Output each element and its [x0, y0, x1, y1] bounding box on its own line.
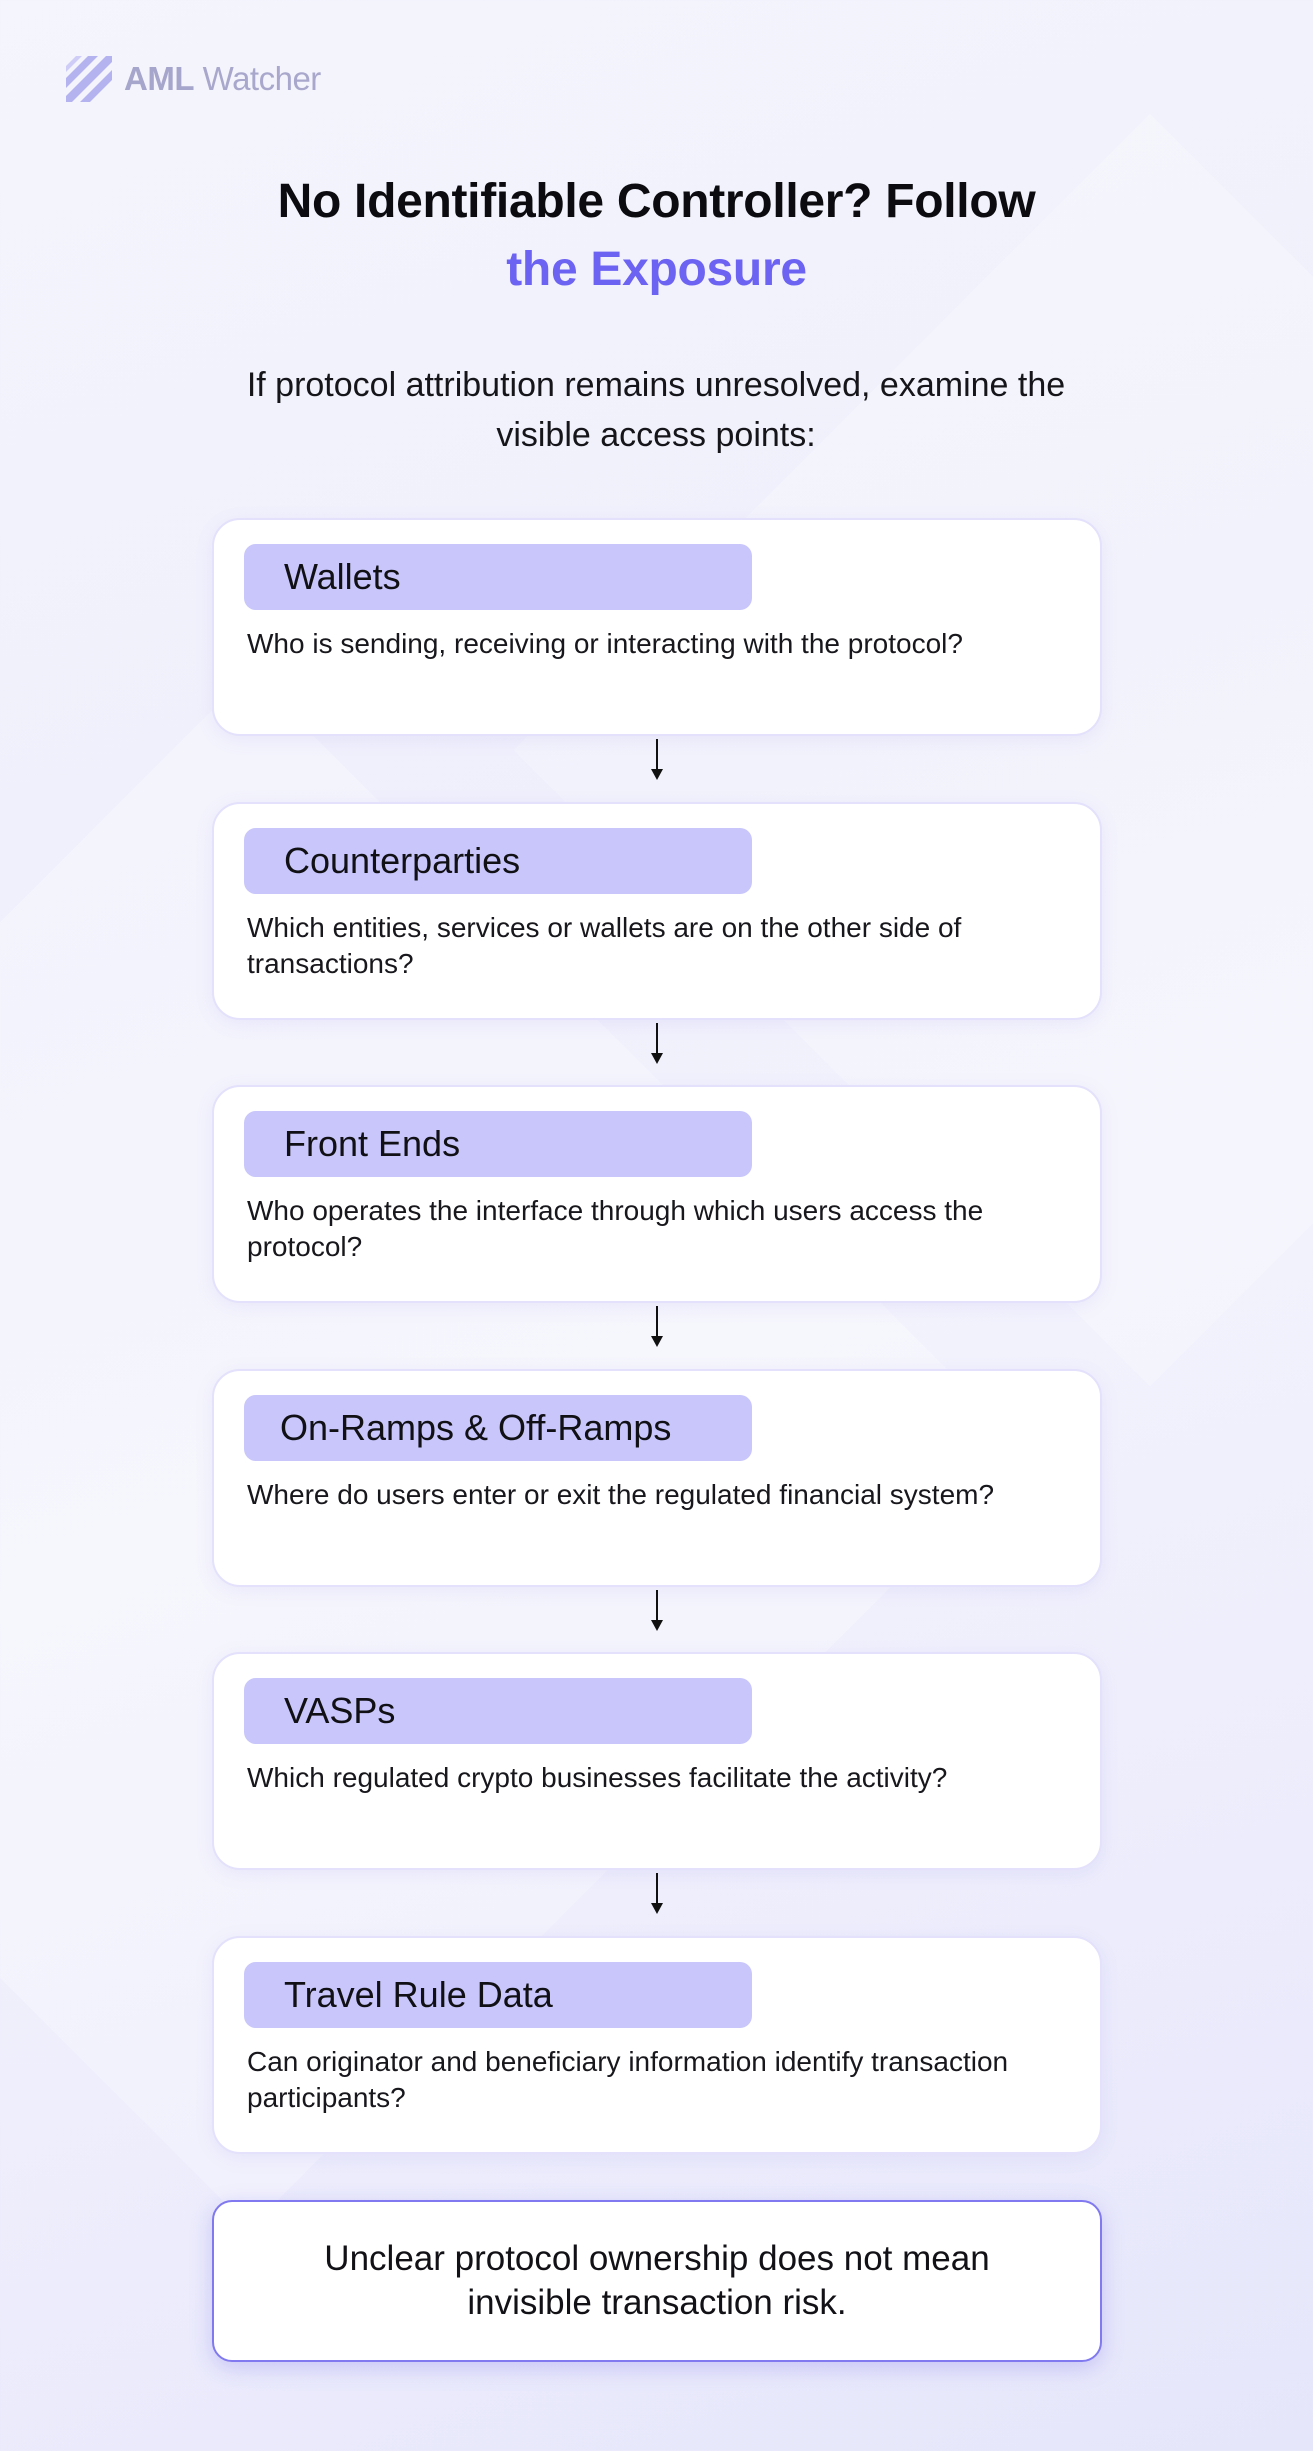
brand-logo: AML Watcher [66, 56, 321, 102]
step-card-on-off-ramps: On-Ramps & Off-Ramps Where do users ente… [212, 1369, 1102, 1587]
intro-text: If protocol attribution remains unresolv… [246, 366, 1066, 454]
brand-name: AML Watcher [124, 60, 321, 98]
arrow-down-icon [651, 1306, 663, 1347]
step-question: Can originator and beneficiary informati… [247, 2046, 1009, 2113]
page-title-line2: the Exposure [506, 243, 807, 296]
step-card-travel-rule-data: Travel Rule Data Can originator and bene… [212, 1936, 1102, 2154]
step-question: Where do users enter or exit the regulat… [247, 1479, 995, 1510]
arrow-down-icon [651, 739, 663, 780]
step-card-vasps: VASPs Which regulated crypto businesses … [212, 1652, 1102, 1870]
step-question: Who operates the interface through which… [247, 1195, 984, 1262]
page-title-line1: No Identifiable Controller? Follow [277, 175, 1036, 228]
step-question: Who is sending, receiving or interacting… [247, 628, 963, 659]
arrow-down-icon [651, 1873, 663, 1914]
step-label: Counterparties [244, 828, 752, 894]
step-label: Wallets [244, 544, 752, 610]
conclusion-box: Unclear protocol ownership does not mean… [212, 2200, 1102, 2362]
arrow-down-icon [651, 1023, 663, 1064]
step-card-wallets: Wallets Who is sending, receiving or int… [212, 518, 1102, 736]
step-question: Which regulated crypto businesses facili… [247, 1762, 948, 1793]
brand-name-light: Watcher [202, 60, 322, 97]
brand-name-strong: AML [124, 60, 194, 97]
aml-watcher-stripes-icon [66, 56, 112, 102]
step-card-front-ends: Front Ends Who operates the interface th… [212, 1085, 1102, 1303]
step-question: Which entities, services or wallets are … [247, 912, 962, 979]
arrow-down-icon [651, 1590, 663, 1631]
page-title: No Identifiable Controller? Follow the E… [0, 168, 1313, 304]
step-label: On-Ramps & Off-Ramps [244, 1395, 752, 1461]
step-label: Front Ends [244, 1111, 752, 1177]
step-card-counterparties: Counterparties Which entities, services … [212, 802, 1102, 1020]
step-label: VASPs [244, 1678, 752, 1744]
step-label: Travel Rule Data [244, 1962, 752, 2028]
conclusion-text: Unclear protocol ownership does not mean… [324, 2239, 990, 2322]
